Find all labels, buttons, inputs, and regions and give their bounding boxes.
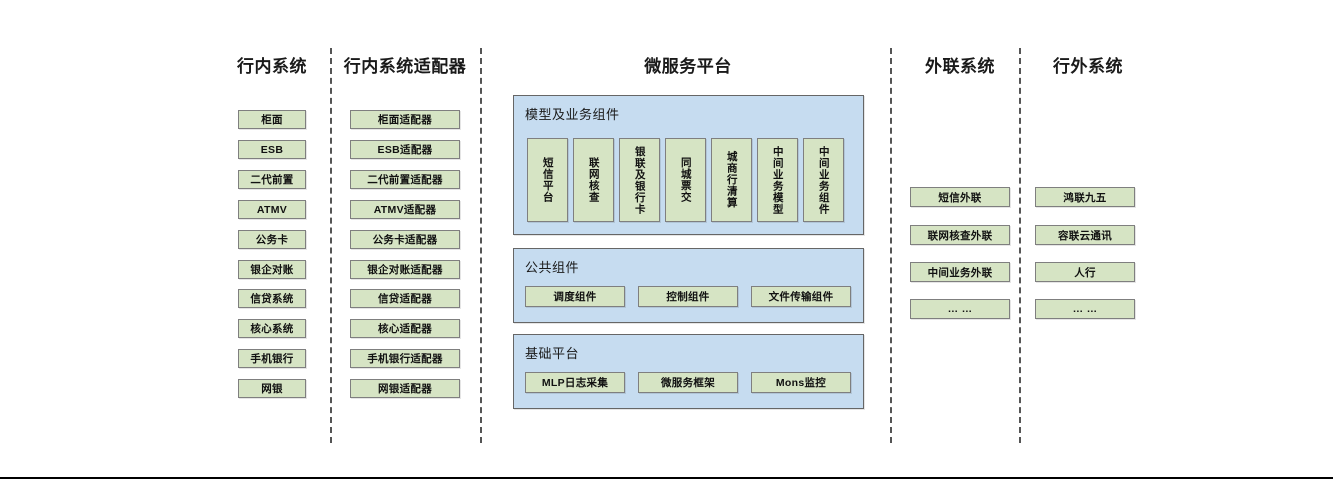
list-item[interactable]: ESB适配器 — [350, 140, 460, 159]
list-item[interactable]: 短信外联 — [910, 187, 1010, 207]
column-title-external-link-systems: 外联系统 — [925, 57, 995, 76]
list-item[interactable]: 人行 — [1035, 262, 1135, 282]
column-title-outside-bank-systems: 行外系统 — [1053, 57, 1123, 76]
list-item[interactable]: 核心系统 — [238, 319, 306, 338]
list-item[interactable]: 公务卡适配器 — [350, 230, 460, 249]
divider-2 — [480, 48, 482, 443]
list-item[interactable]: 网银适配器 — [350, 379, 460, 398]
list-item[interactable]: 银联及银行卡 — [619, 138, 660, 222]
list-item[interactable]: 柜面 — [238, 110, 306, 129]
list-item[interactable]: 柜面适配器 — [350, 110, 460, 129]
list-item[interactable]: 二代前置 — [238, 170, 306, 189]
list-item[interactable]: ATMV — [238, 200, 306, 219]
list-item[interactable]: ESB — [238, 140, 306, 159]
list-item[interactable]: 手机银行适配器 — [350, 349, 460, 368]
list-item[interactable]: 微服务框架 — [638, 372, 738, 393]
list-item[interactable]: Mons监控 — [751, 372, 851, 393]
divider-4 — [1019, 48, 1021, 443]
column-title-microservice-platform: 微服务平台 — [644, 57, 732, 76]
column-title-internal-systems: 行内系统 — [237, 57, 307, 76]
list-item[interactable]: 容联云通讯 — [1035, 225, 1135, 245]
list-item[interactable]: 中间业务外联 — [910, 262, 1010, 282]
list-item[interactable]: … … — [910, 299, 1010, 319]
list-item[interactable]: 公务卡 — [238, 230, 306, 249]
divider-3 — [890, 48, 892, 443]
list-item[interactable]: MLP日志采集 — [525, 372, 625, 393]
list-item[interactable]: 银企对账适配器 — [350, 260, 460, 279]
list-item[interactable]: 中间业务模型 — [757, 138, 798, 222]
list-item[interactable]: 联网核查外联 — [910, 225, 1010, 245]
list-item[interactable]: 联网核查 — [573, 138, 614, 222]
group-label: 基础平台 — [525, 346, 580, 361]
list-item[interactable]: 短信平台 — [527, 138, 568, 222]
list-item[interactable]: 信贷系统 — [238, 289, 306, 308]
list-item[interactable]: 鸿联九五 — [1035, 187, 1135, 207]
list-item[interactable]: 城商行清算 — [711, 138, 752, 222]
list-item[interactable]: 同城票交 — [665, 138, 706, 222]
group-panel-public-components: 公共组件 — [513, 248, 864, 323]
list-item[interactable]: 网银 — [238, 379, 306, 398]
list-item[interactable]: 二代前置适配器 — [350, 170, 460, 189]
bottom-divider — [0, 477, 1333, 479]
list-item[interactable]: 手机银行 — [238, 349, 306, 368]
list-item[interactable]: 银企对账 — [238, 260, 306, 279]
list-item[interactable]: 中间业务组件 — [803, 138, 844, 222]
group-panel-base-platform: 基础平台 — [513, 334, 864, 409]
list-item[interactable]: … … — [1035, 299, 1135, 319]
list-item[interactable]: 文件传输组件 — [751, 286, 851, 307]
column-title-internal-system-adapters: 行内系统适配器 — [343, 57, 467, 76]
list-item[interactable]: 控制组件 — [638, 286, 738, 307]
group-label: 模型及业务组件 — [525, 107, 620, 122]
list-item[interactable]: 调度组件 — [525, 286, 625, 307]
list-item[interactable]: 信贷适配器 — [350, 289, 460, 308]
divider-1 — [330, 48, 332, 443]
list-item[interactable]: 核心适配器 — [350, 319, 460, 338]
list-item[interactable]: ATMV适配器 — [350, 200, 460, 219]
group-label: 公共组件 — [525, 260, 580, 275]
